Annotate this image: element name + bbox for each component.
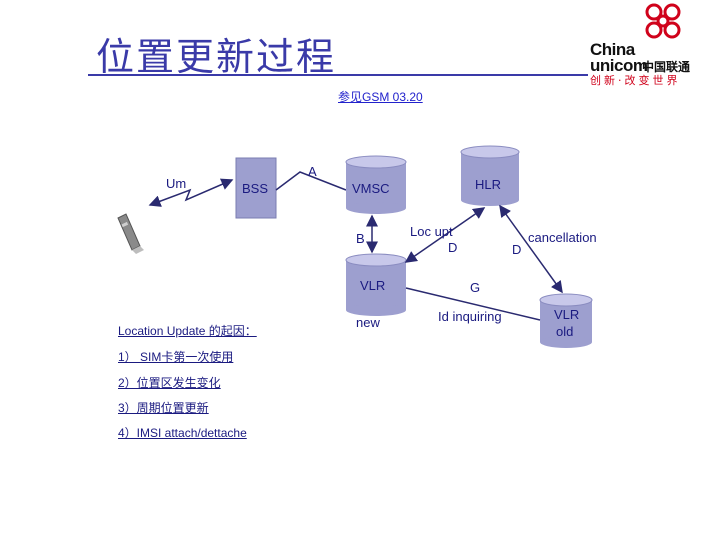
mobile-phone-icon bbox=[117, 213, 144, 254]
logo-slogan: 创新·改变世界 bbox=[590, 74, 681, 87]
bss-box bbox=[235, 157, 277, 219]
logo-text-cn: 中国联通 bbox=[642, 60, 691, 74]
reason-item-2: 2）位置区发生变化 bbox=[118, 376, 221, 390]
vmsc-label: VMSC bbox=[352, 181, 390, 196]
hlr-label: HLR bbox=[475, 177, 502, 192]
vlr-old-cylinder bbox=[539, 293, 593, 348]
cancellation-label: cancellation bbox=[528, 230, 597, 245]
hlr-cylinder bbox=[460, 145, 520, 206]
reason-item-3: 3）周期位置更新 bbox=[118, 401, 209, 415]
d-interface-arrow-old bbox=[499, 204, 563, 294]
loc-upt-label: Loc upt bbox=[410, 224, 453, 239]
vlr-old-label: VLR bbox=[554, 307, 580, 322]
g-interface-label: G bbox=[470, 280, 481, 295]
logo-text-china: China bbox=[590, 40, 635, 59]
d-interface-label-old: D bbox=[512, 242, 522, 257]
title-underline bbox=[88, 74, 588, 76]
reference-link[interactable]: 参见GSM 03.20 bbox=[338, 90, 423, 104]
um-label: Um bbox=[166, 176, 187, 191]
vlr-new-cylinder bbox=[345, 253, 407, 316]
china-unicom-knot-icon bbox=[645, 3, 681, 39]
reason-item-1: 1） SIM卡第一次使用 bbox=[118, 350, 234, 364]
page-title: 位置更新过程 bbox=[96, 35, 337, 79]
a-interface-label: A bbox=[308, 164, 317, 179]
a-interface-line bbox=[275, 171, 347, 191]
new-label: new bbox=[356, 315, 380, 330]
logo-text-unicom: unicom bbox=[590, 56, 648, 75]
d-interface-label-new: D bbox=[448, 240, 458, 255]
reason-item-4: 4）IMSI attach/dettache bbox=[118, 426, 247, 440]
d-interface-arrow-new bbox=[404, 207, 486, 263]
id-inquiring-label: Id inquiring bbox=[438, 309, 502, 324]
b-interface-label: B bbox=[356, 231, 365, 246]
bss-label: BSS bbox=[242, 181, 269, 196]
g-interface-line bbox=[405, 287, 541, 321]
vmsc-cylinder bbox=[345, 155, 407, 214]
vlr-new-label: VLR bbox=[360, 278, 386, 293]
reasons-heading: Location Update 的起因： bbox=[118, 324, 257, 338]
um-radio-link bbox=[148, 178, 234, 207]
old-label: old bbox=[556, 324, 574, 339]
